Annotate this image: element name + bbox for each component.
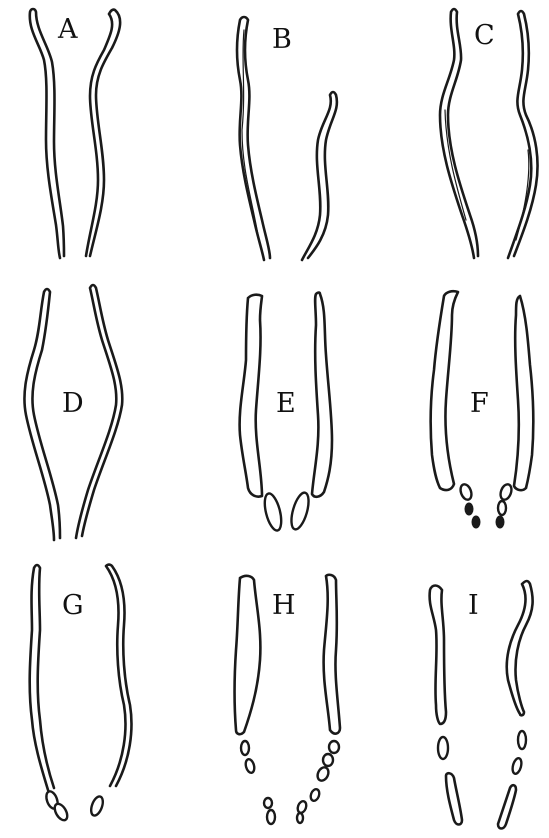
panel-b: B [237,17,337,260]
left-band [430,586,446,725]
panel-h: H [235,575,341,824]
panel-label: A [57,14,78,45]
panel-label: H [272,590,296,621]
panel-c: C [440,9,538,258]
panel-label: D [62,388,84,419]
fragment [316,766,331,783]
fragment [297,813,303,823]
fragment [241,741,249,755]
fragment [499,483,514,501]
right-band [324,575,340,734]
fragment [323,754,333,766]
fragment [329,741,339,753]
fragment [465,503,473,515]
fragment [498,501,506,515]
left-band [24,289,60,540]
left-band [30,565,54,790]
fragment [438,737,448,759]
panel-i: I [430,581,533,829]
fragment [296,800,308,814]
fragment [496,516,504,528]
right-band [514,296,533,490]
panel-label: C [474,20,495,51]
left-band [440,9,478,258]
left-band [235,576,261,734]
panel-label: F [470,388,489,419]
left-band [431,291,458,490]
fragment [244,758,255,774]
fragment [309,788,321,802]
panel-e: E [240,293,332,533]
fragment [518,731,526,749]
fragment-left [262,492,285,532]
panel-label: B [272,24,292,55]
panel-f: F [431,291,534,528]
right-band [312,293,332,497]
fragment [264,798,272,808]
fragment-long [498,785,516,828]
fragment [52,802,70,823]
fragment [89,795,105,817]
fragment [267,810,275,824]
fragment-long [446,773,462,824]
right-band [507,581,533,715]
panel-label: I [468,590,479,621]
right-band [86,10,120,256]
fragment-right [288,491,312,531]
fragment [459,483,474,501]
left-band [30,9,64,258]
fragment [472,516,480,528]
panel-a: A [30,9,120,258]
panel-label: E [276,388,296,419]
fragment [511,757,523,775]
right-band [106,565,131,787]
panel-label: G [62,590,84,621]
right-band [302,92,337,260]
right-band [508,11,538,258]
panel-g: G [30,565,132,823]
panel-d: D [24,285,122,540]
left-band [240,295,262,497]
